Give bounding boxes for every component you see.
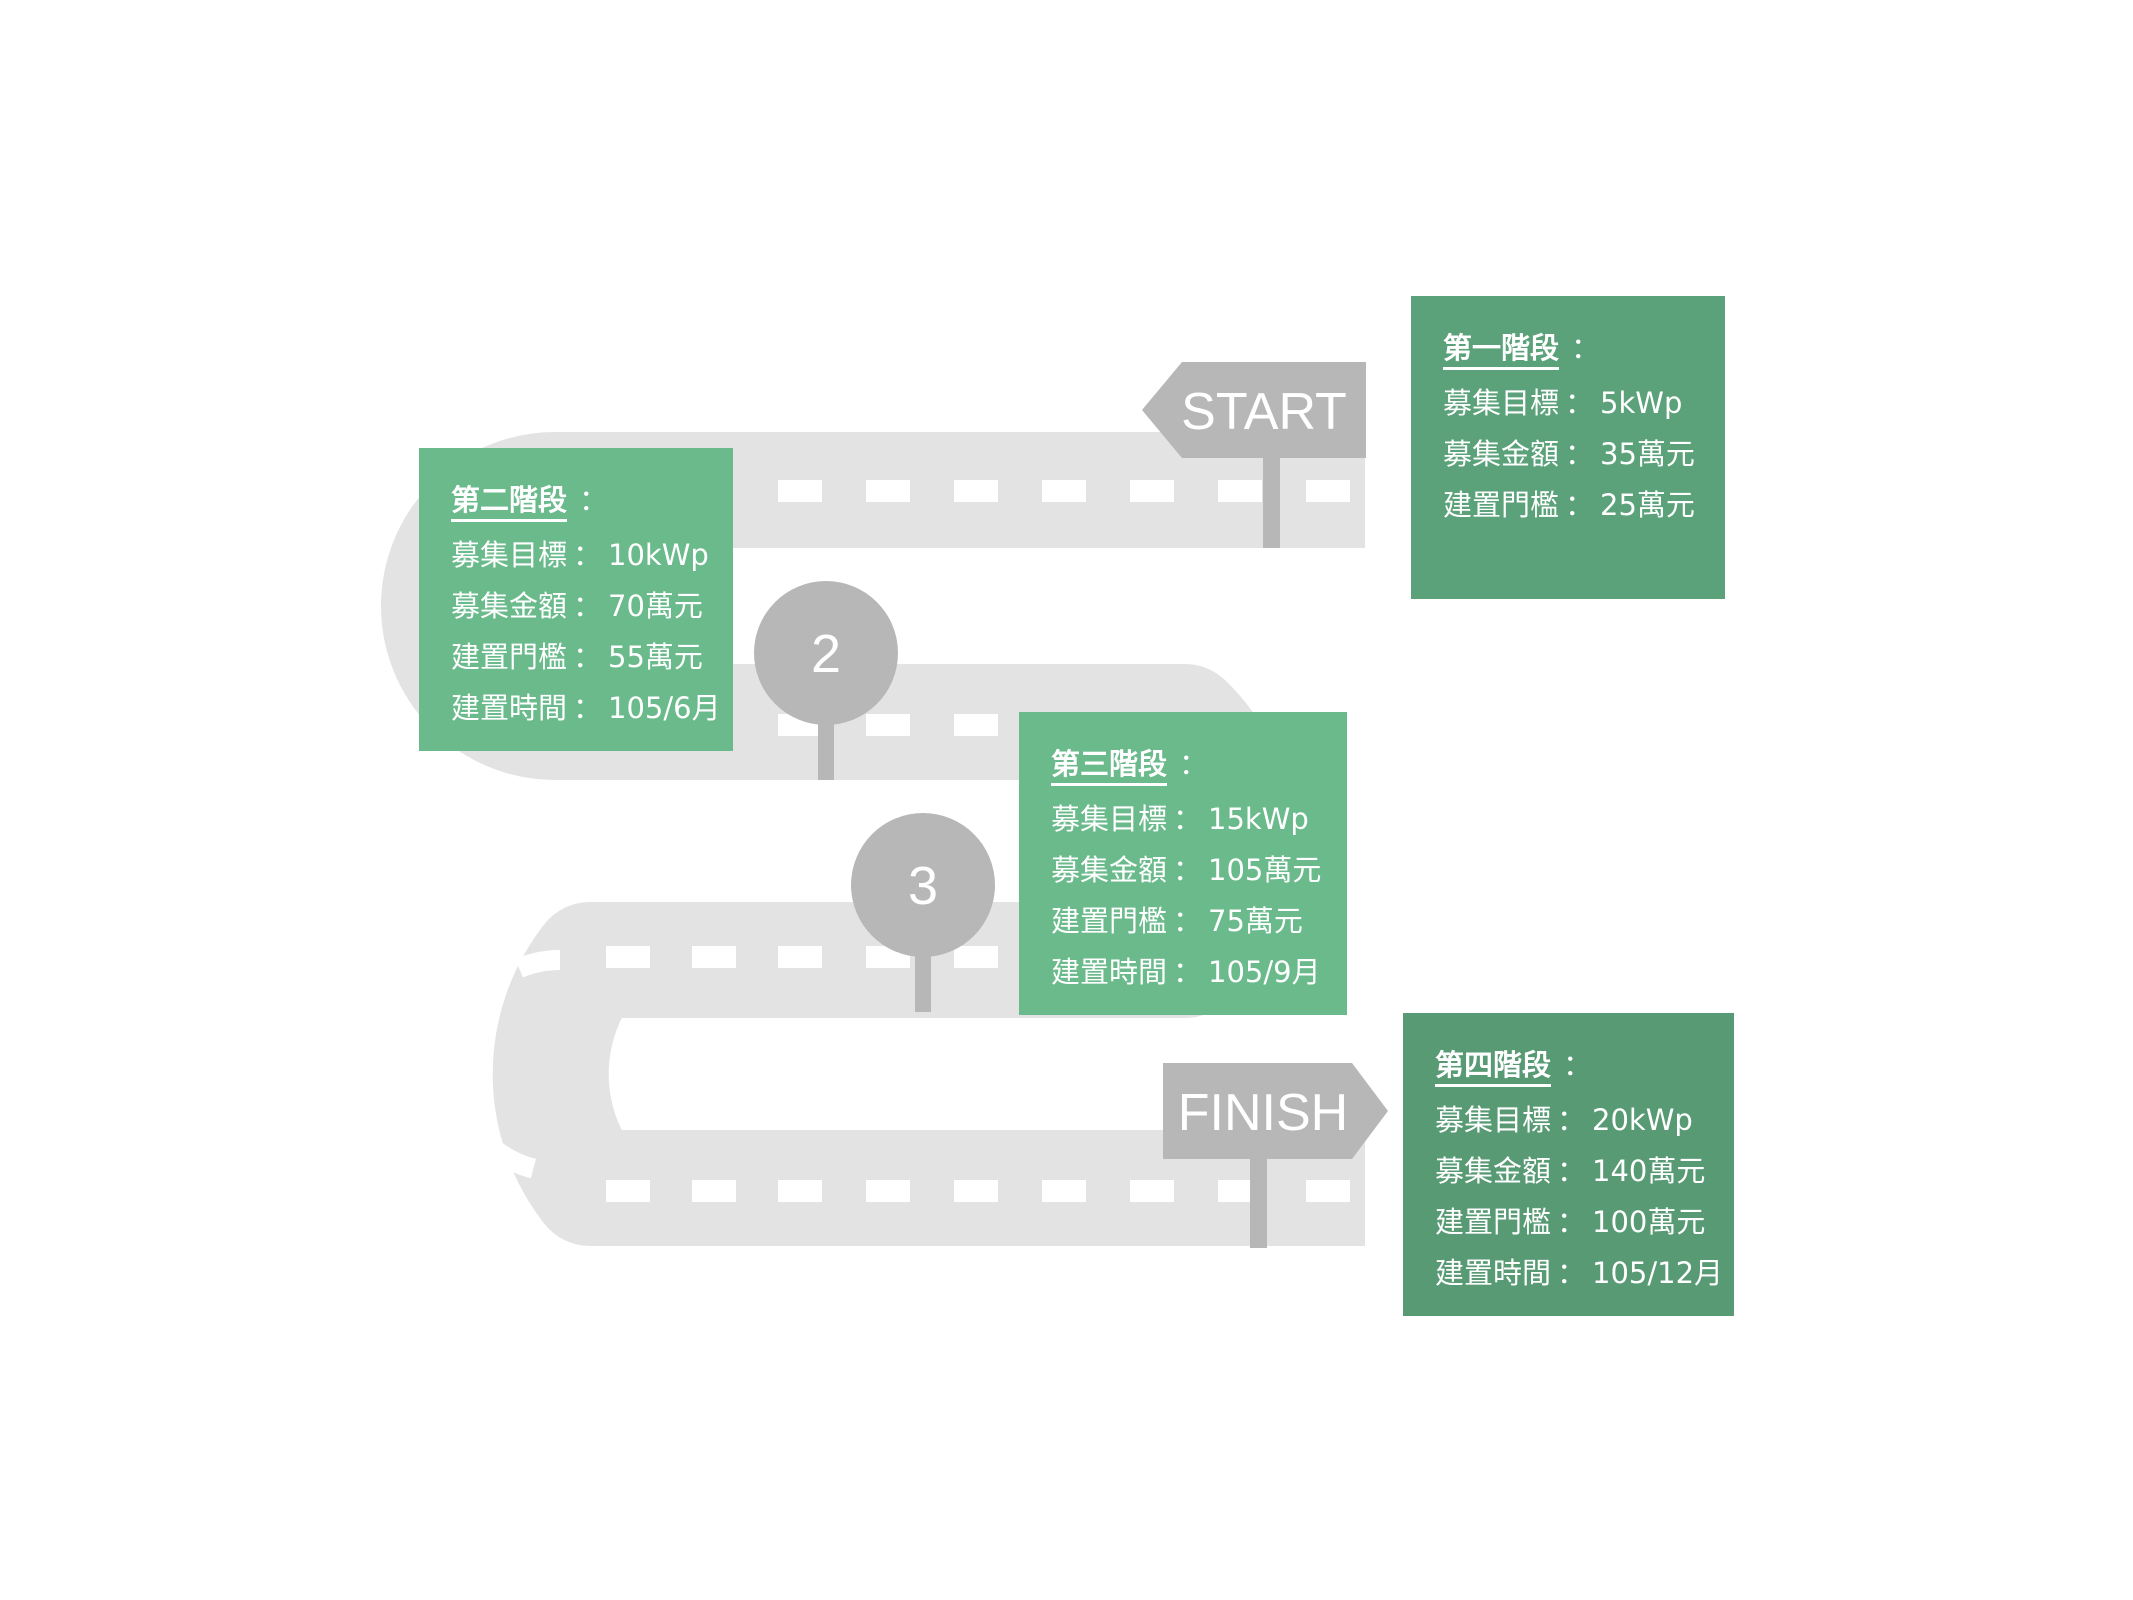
finish-sign: FINISH: [1163, 1063, 1388, 1248]
stage-row-separator: ：: [1557, 1256, 1587, 1290]
stage-row-label: 募集目標: [1443, 386, 1560, 420]
stage-row-separator: ：: [573, 691, 603, 725]
finish-sign-label: FINISH: [1178, 1084, 1348, 1142]
stage-row-value: 140萬元: [1592, 1154, 1706, 1188]
stage-row-value: 5kWp: [1600, 386, 1683, 420]
stage-row-value: 20kWp: [1592, 1103, 1693, 1137]
stage-title-row: 第四階段 ：: [1435, 1043, 1734, 1087]
stage-row-value: 25萬元: [1600, 488, 1695, 522]
stage-row-value: 15kWp: [1208, 802, 1309, 836]
stage-row-separator: ：: [1557, 1154, 1587, 1188]
stage-row-value: 70萬元: [608, 589, 703, 623]
stage-row: 建置門檻 ： 75萬元: [1051, 896, 1347, 947]
stage-title-colon: ：: [1563, 1048, 1593, 1082]
stage-row-label: 募集金額: [1443, 437, 1560, 471]
stage-row: 建置時間 ： 105/9月: [1051, 947, 1347, 998]
stage-row-label: 募集目標: [451, 538, 568, 572]
stage-box-4: 第四階段 ： 募集目標 ： 20kWp 募集金額 ： 140萬元 建置門檻 ： …: [1403, 1013, 1734, 1316]
stage-title: 第四階段: [1435, 1048, 1552, 1087]
stage-row-label: 募集金額: [451, 589, 568, 623]
stage-row-label: 建置門檻: [1443, 488, 1560, 522]
stage-row: 募集金額 ： 70萬元: [451, 581, 733, 632]
stage-title: 第一階段: [1443, 331, 1560, 370]
stage-row-value: 105萬元: [1208, 853, 1322, 887]
stage-title-colon: ：: [1179, 747, 1209, 781]
milestone-marker-3: 3: [851, 813, 995, 1012]
stage-row-separator: ：: [1565, 386, 1595, 420]
milestone-marker-2: 2: [754, 581, 898, 780]
stage-row-separator: ：: [1565, 488, 1595, 522]
stage-row: 建置時間 ： 105/12月: [1435, 1248, 1734, 1299]
stage-row-label: 建置門檻: [1051, 904, 1168, 938]
stage-row-label: 募集金額: [1051, 853, 1168, 887]
stage-row-separator: ：: [573, 538, 603, 572]
stage-row: 募集金額 ： 35萬元: [1443, 429, 1725, 480]
stage-row-separator: ：: [573, 589, 603, 623]
stage-box-3: 第三階段 ： 募集目標 ： 15kWp 募集金額 ： 105萬元 建置門檻 ： …: [1019, 712, 1347, 1015]
stage-row: 募集目標 ： 20kWp: [1435, 1095, 1734, 1146]
stage-row-separator: ：: [1173, 853, 1203, 887]
stage-row-separator: ：: [1173, 955, 1203, 989]
stage-row-label: 建置門檻: [451, 640, 568, 674]
stage-row: 募集目標 ： 5kWp: [1443, 378, 1725, 429]
stage-row-separator: ：: [1173, 904, 1203, 938]
stage-row-label: 建置門檻: [1435, 1205, 1552, 1239]
stage-title-row: 第三階段 ：: [1051, 742, 1347, 786]
start-sign-label: START: [1181, 383, 1347, 441]
milestone-marker-2-label: 2: [811, 624, 841, 684]
lane-dashes-top: [778, 480, 1350, 502]
lane-dashes-third: [606, 946, 998, 968]
stage-row-separator: ：: [1557, 1103, 1587, 1137]
stage-title-colon: ：: [579, 483, 609, 517]
stage-box-1: 第一階段 ： 募集目標 ： 5kWp 募集金額 ： 35萬元 建置門檻 ： 25…: [1411, 296, 1725, 599]
stage-row: 建置時間 ： 105/6月: [451, 683, 733, 734]
stage-title-colon: ：: [1571, 331, 1601, 365]
stage-row: 建置門檻 ： 25萬元: [1443, 480, 1725, 531]
stage-title: 第三階段: [1051, 747, 1168, 786]
stage-row-label: 募集金額: [1435, 1154, 1552, 1188]
lane-dashes-curve: [444, 950, 561, 1182]
stage-row-value: 105/6月: [608, 691, 721, 725]
stage-row-label: 募集目標: [1051, 802, 1168, 836]
stage-row-value: 35萬元: [1600, 437, 1695, 471]
stage-title-row: 第一階段 ：: [1443, 326, 1725, 370]
stage-row: 募集目標 ： 15kWp: [1051, 794, 1347, 845]
stage-row-value: 100萬元: [1592, 1205, 1706, 1239]
stage-row-value: 75萬元: [1208, 904, 1303, 938]
stage-row-value: 55萬元: [608, 640, 703, 674]
stage-row: 募集目標 ： 10kWp: [451, 530, 733, 581]
stage-row: 募集金額 ： 105萬元: [1051, 845, 1347, 896]
stage-row: 募集金額 ： 140萬元: [1435, 1146, 1734, 1197]
stage-row-separator: ：: [1557, 1205, 1587, 1239]
stage-box-2: 第二階段 ： 募集目標 ： 10kWp 募集金額 ： 70萬元 建置門檻 ： 5…: [419, 448, 733, 751]
stage-row: 建置門檻 ： 55萬元: [451, 632, 733, 683]
stage-row-label: 建置時間: [451, 691, 568, 725]
milestone-marker-3-label: 3: [908, 856, 938, 916]
stage-row-separator: ：: [1565, 437, 1595, 471]
stage-row-value: 105/9月: [1208, 955, 1321, 989]
start-sign: START: [1142, 362, 1366, 548]
stage-row-label: 建置時間: [1435, 1256, 1552, 1290]
stage-title-row: 第二階段 ：: [451, 478, 733, 522]
stage-row: 建置門檻 ： 100萬元: [1435, 1197, 1734, 1248]
lane-dashes-bottom: [606, 1180, 1350, 1202]
stage-row-value: 105/12月: [1592, 1256, 1724, 1290]
stage-row-separator: ：: [573, 640, 603, 674]
stage-row-value: 10kWp: [608, 538, 709, 572]
stage-row-label: 建置時間: [1051, 955, 1168, 989]
stage-title: 第二階段: [451, 483, 568, 522]
stage-row-separator: ：: [1173, 802, 1203, 836]
stage-row-label: 募集目標: [1435, 1103, 1552, 1137]
